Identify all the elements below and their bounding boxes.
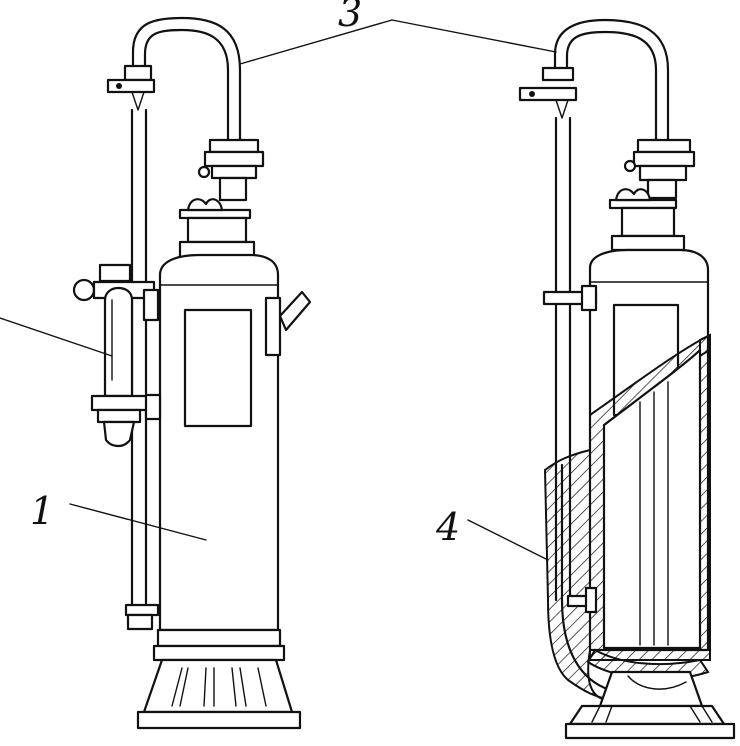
- right-curved-tube: [553, 18, 670, 142]
- left-cylinder-neck: [186, 216, 248, 244]
- leader-3-right: [391, 19, 557, 53]
- label-1: 1: [30, 489, 54, 533]
- left-curved-tube: [131, 16, 242, 142]
- leader-lines: [0, 19, 557, 561]
- leader-side-bottle: [0, 317, 113, 357]
- leader-1: [69, 503, 207, 541]
- left-top-clamp: [106, 78, 156, 94]
- label-4: 4: [435, 505, 460, 549]
- left-base-ring: [156, 628, 282, 648]
- left-side-bottle: [103, 286, 134, 398]
- leader-4: [467, 519, 549, 561]
- right-cylinder-neck: [620, 206, 676, 238]
- left-cylinder-window: [183, 308, 253, 428]
- left-apparatus: [72, 16, 312, 730]
- left-stand: [142, 658, 294, 714]
- label-3: 3: [338, 0, 362, 35]
- left-upper-fitting: [208, 138, 260, 154]
- right-top-nut: [541, 66, 575, 82]
- leader-3-left: [239, 19, 393, 65]
- left-top-nut: [123, 64, 153, 82]
- right-apparatus: [518, 18, 736, 740]
